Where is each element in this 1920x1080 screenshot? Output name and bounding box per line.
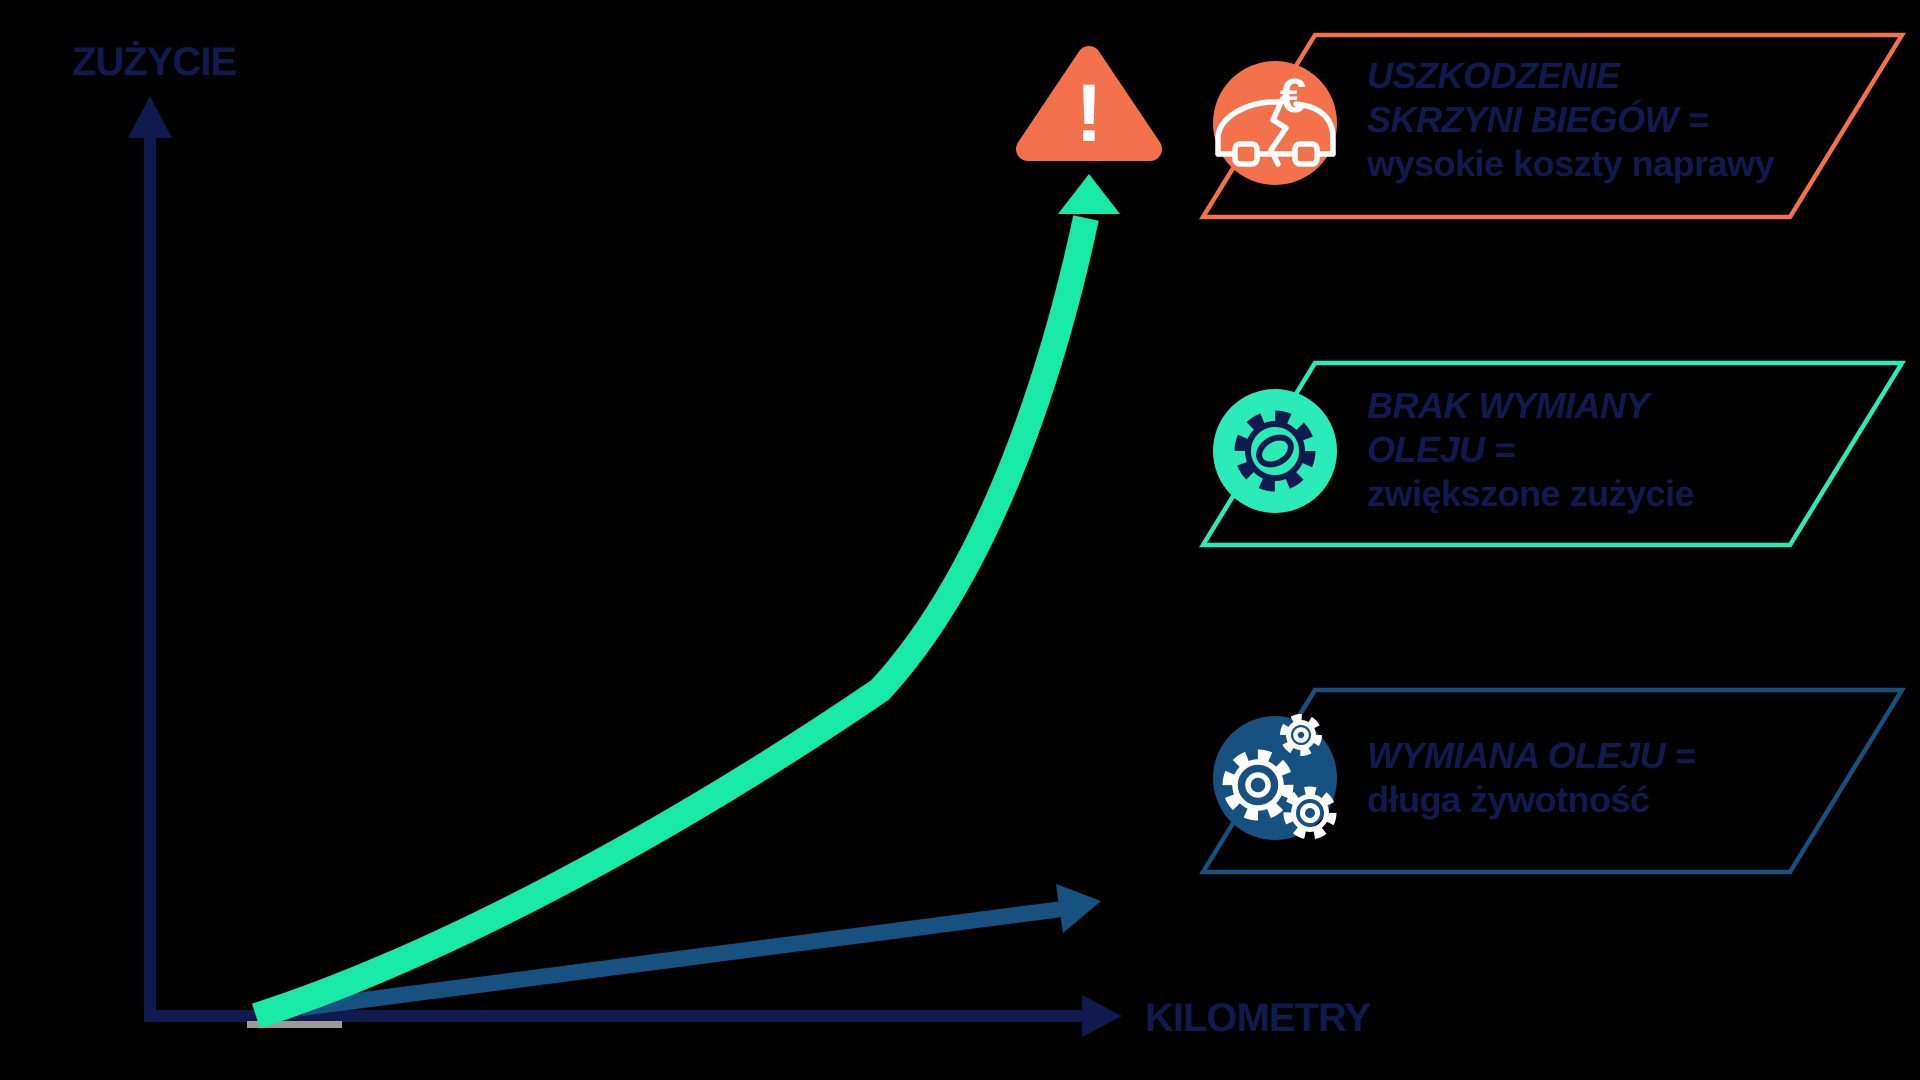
callout-gearbox-damage: € USZKODZENIE SKRZYNI BIEGÓW = wysokie k… bbox=[1180, 20, 1920, 232]
x-axis-label: KILOMETRY bbox=[1145, 996, 1371, 1040]
callout-no-oil-change: BRAK WYMIANY OLEJU = zwiększone zużycie bbox=[1180, 348, 1920, 560]
callout-icon-circle bbox=[1213, 389, 1337, 513]
x-axis-arrow-icon bbox=[1082, 995, 1122, 1037]
callout-title-line1: WYMIANA OLEJU = bbox=[1367, 735, 1696, 776]
callout-subtitle: zwiększone zużycie bbox=[1367, 473, 1695, 514]
callout-subtitle: wysokie koszty naprawy bbox=[1367, 143, 1775, 184]
callout-title-line2: SKRZYNI BIEGÓW = bbox=[1367, 99, 1709, 140]
exclamation-mark: ! bbox=[1075, 68, 1102, 159]
broken-gear-icon bbox=[1234, 410, 1316, 492]
no-oil-change-wear-curve bbox=[252, 215, 1099, 1029]
callout-oil-change: WYMIANA OLEJU = długa żywotność bbox=[1180, 675, 1920, 887]
callout-title-line1: BRAK WYMIANY bbox=[1367, 385, 1649, 426]
warning-triangle-icon: ! bbox=[1016, 46, 1162, 161]
callout-subtitle: długa żywotność bbox=[1367, 779, 1650, 820]
origin-gray-dash bbox=[247, 1021, 342, 1028]
y-axis-label: ZUŻYCIE bbox=[72, 40, 237, 84]
gears-icon bbox=[1222, 714, 1337, 840]
callout-title-line2: OLEJU = bbox=[1367, 429, 1515, 470]
euro-symbol: € bbox=[1280, 70, 1307, 123]
no-oil-change-wear-arrowhead-icon bbox=[1058, 174, 1120, 214]
oil-change-wear-line bbox=[300, 901, 1064, 1016]
y-axis-arrow-icon bbox=[128, 96, 172, 138]
oil-change-wear-arrowhead-icon bbox=[1056, 884, 1101, 933]
callout-title-line1: USZKODZENIE bbox=[1367, 55, 1620, 96]
axes-lines bbox=[144, 132, 1086, 1022]
crashed-car-euro-icon: € bbox=[1215, 70, 1336, 167]
